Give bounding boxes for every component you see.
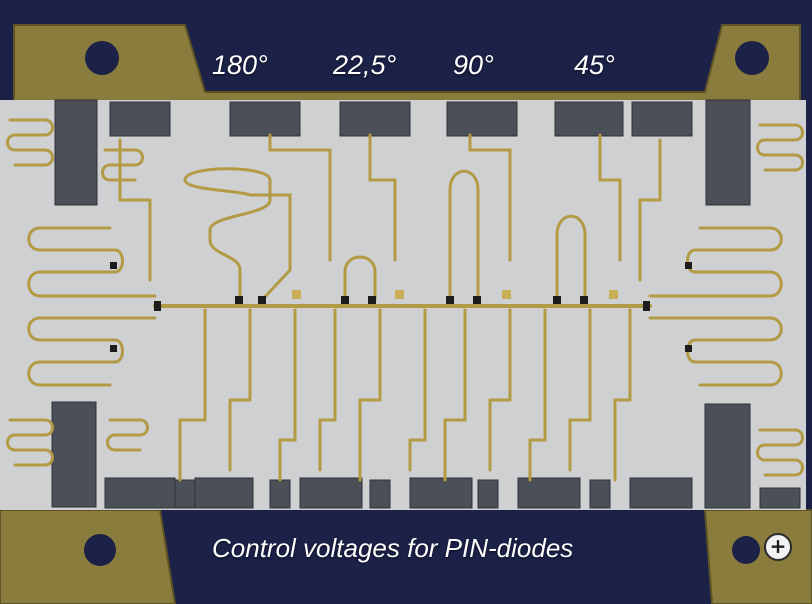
phase-label-45: 45° (574, 50, 615, 80)
caption: Control voltages for PIN-diodes (212, 533, 574, 563)
mount-hole (85, 41, 119, 75)
bond-pads (292, 290, 618, 299)
phase-label-22-5: 22,5° (333, 50, 397, 80)
gold-traces (6, 118, 804, 482)
contact-pads (51, 99, 801, 509)
pin-diodes (110, 262, 692, 352)
zoom-button[interactable]: + (764, 533, 792, 561)
mount-hole (735, 41, 769, 75)
plus-icon: + (769, 534, 787, 558)
mount-hole (732, 536, 760, 564)
mount-hole (84, 534, 116, 566)
phase-label-180: 180° (212, 50, 268, 80)
phase-label-90: 90° (453, 50, 494, 80)
